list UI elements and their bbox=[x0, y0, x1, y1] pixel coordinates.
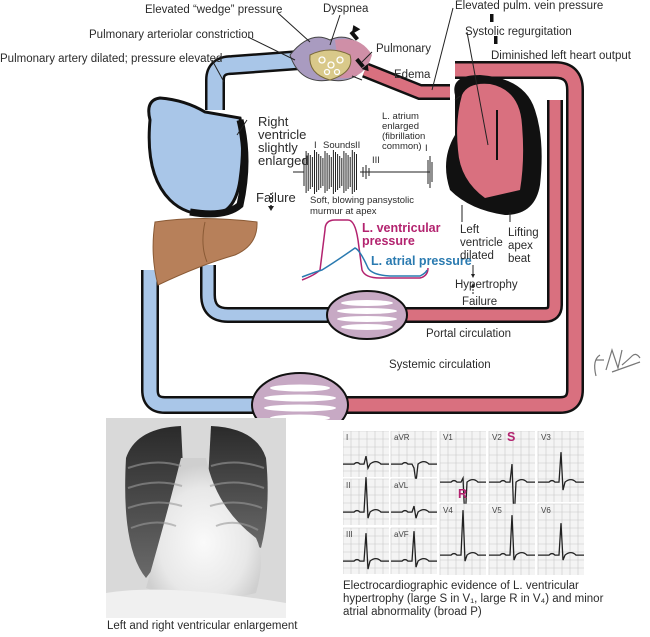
ecg-lead-II bbox=[343, 477, 389, 525]
ecg-lead-label: V4 bbox=[443, 506, 453, 515]
label-arteriolar-constriction: Pulmonary arteriolar constriction bbox=[89, 29, 254, 41]
ecg-lead-label: V5 bbox=[492, 506, 502, 515]
circulation-diagram bbox=[141, 7, 584, 420]
lv-line: dilated bbox=[460, 250, 494, 262]
rv-line: enlarged bbox=[258, 153, 309, 168]
label-edema: Edema bbox=[394, 69, 431, 81]
label-la-pressure: L. atrial pressure bbox=[371, 254, 472, 268]
rv-line: Right bbox=[258, 114, 289, 129]
ecg-lead-aVL bbox=[390, 478, 437, 525]
ecg-lead-label: V2 bbox=[492, 433, 502, 442]
label-portal-circulation: Portal circulation bbox=[426, 328, 512, 340]
ecg-lead-label: I bbox=[346, 433, 349, 442]
ecg-lead-V4 bbox=[439, 503, 486, 575]
lv-line: Left bbox=[460, 224, 480, 236]
ecg-lead-V3 bbox=[537, 431, 584, 502]
ecg-lead-I bbox=[343, 431, 389, 477]
ecg-panel bbox=[343, 431, 591, 577]
label-dyspnea: Dyspnea bbox=[323, 3, 369, 15]
ecg-lead-V1 bbox=[439, 431, 486, 523]
ecg-trace bbox=[489, 464, 535, 523]
label-systemic-circulation: Systemic circulation bbox=[389, 359, 491, 371]
ecg-lead-label: II bbox=[346, 481, 351, 490]
label-sound-III: III bbox=[372, 155, 380, 166]
lv-line: ventricle bbox=[460, 237, 503, 249]
ecg-cell bbox=[391, 479, 437, 525]
ecg-trace bbox=[343, 455, 389, 471]
ecg-lead-V2 bbox=[488, 431, 535, 523]
ecg-lead-label: aVR bbox=[394, 433, 410, 442]
label-sound-I-next: I bbox=[425, 143, 428, 154]
ecg-caption-3: atrial abnormality (broad P) bbox=[343, 606, 482, 618]
ecg-lead-label: III bbox=[346, 530, 353, 539]
apex-line: beat bbox=[508, 253, 531, 265]
ecg-lead-V5 bbox=[488, 503, 535, 575]
ecg-lead-label: V3 bbox=[541, 433, 551, 442]
ecg-lead-aVR bbox=[390, 431, 437, 483]
liver bbox=[152, 218, 258, 286]
ecg-lead-label: aVF bbox=[394, 530, 409, 539]
ecg-trace bbox=[538, 523, 584, 561]
ecg-lead-III bbox=[343, 527, 389, 574]
label-diminished-output: Diminished left heart output bbox=[491, 50, 631, 62]
ecg-cell bbox=[538, 431, 584, 502]
ecg-trace bbox=[391, 531, 437, 568]
xray-image bbox=[106, 418, 286, 618]
la-line: enlarged bbox=[382, 121, 419, 132]
ecg-caption-2: hypertrophy (large S in V₁, large R in V… bbox=[343, 593, 604, 605]
apex-line: apex bbox=[508, 240, 533, 252]
ecg-trace bbox=[343, 477, 389, 519]
label-sound-I: I bbox=[314, 140, 317, 151]
portal-vein bbox=[200, 265, 330, 323]
la-pressure-curve bbox=[301, 247, 428, 278]
ecg-trace bbox=[440, 475, 486, 523]
ecg-trace bbox=[391, 460, 437, 483]
label-murmur-1: Soft, blowing pansystolic bbox=[310, 195, 415, 206]
ecg-lead-label: V6 bbox=[541, 506, 551, 515]
label-rv-failure: Failure bbox=[256, 190, 296, 205]
ecg-marker-S: S bbox=[507, 430, 516, 444]
label-pulmonary: Pulmonary bbox=[376, 43, 431, 55]
label-sounds: Sounds bbox=[323, 140, 356, 151]
la-line: (fibrillation bbox=[382, 131, 426, 142]
flow-arrows bbox=[349, 14, 498, 72]
label-lv-pressure-1: L. ventricular bbox=[362, 221, 441, 235]
label-wedge-pressure: Elevated “wedge” pressure bbox=[145, 4, 283, 16]
apex-line: Lifting bbox=[508, 227, 539, 239]
ecg-trace bbox=[391, 505, 437, 519]
systemic-capillary-bed bbox=[251, 372, 349, 420]
ecg-lead-label: V1 bbox=[443, 433, 453, 442]
label-lv-failure: Failure bbox=[462, 296, 498, 308]
label-lv-pressure-2: pressure bbox=[362, 234, 415, 248]
ecg-trace bbox=[538, 452, 584, 491]
portal-capillary-bed bbox=[326, 290, 408, 340]
ecg-leads bbox=[343, 431, 584, 575]
ecg-trace bbox=[343, 533, 389, 570]
xray-caption: Left and right ventricular enlargement bbox=[107, 620, 298, 632]
ecg-marker-R: R bbox=[458, 487, 468, 501]
ecg-cell bbox=[538, 504, 584, 575]
label-pulmonary-artery: Pulmonary artery dilated; pressure eleva… bbox=[0, 53, 223, 65]
ecg-trace bbox=[489, 515, 535, 561]
label-murmur-2: murmur at apex bbox=[310, 206, 377, 217]
ecg-trace bbox=[440, 510, 486, 562]
la-line: L. atrium bbox=[382, 111, 419, 122]
label-pulm-vein-pressure: Elevated pulm. vein pressure bbox=[455, 0, 604, 12]
chest-xray bbox=[106, 418, 286, 618]
ecg-lead-V6 bbox=[537, 503, 584, 575]
ecg-cell bbox=[343, 431, 389, 477]
label-hypertrophy: Hypertrophy bbox=[455, 279, 518, 291]
murmur-waveform bbox=[303, 150, 433, 194]
rv-line: ventricle bbox=[258, 127, 307, 142]
alveoli bbox=[309, 49, 352, 81]
label-sound-II: II bbox=[355, 140, 361, 151]
leader-lines bbox=[211, 7, 511, 222]
ecg-lead-aVF bbox=[390, 527, 437, 574]
label-systolic-regurgitation: Systolic regurgitation bbox=[465, 26, 572, 38]
ecg-lead-label: aVL bbox=[394, 481, 409, 490]
right-heart bbox=[147, 96, 244, 217]
la-line: common) bbox=[382, 141, 422, 152]
ecg-caption-1: Electrocardiographic evidence of L. vent… bbox=[343, 580, 579, 592]
rv-line: slightly bbox=[258, 140, 298, 155]
